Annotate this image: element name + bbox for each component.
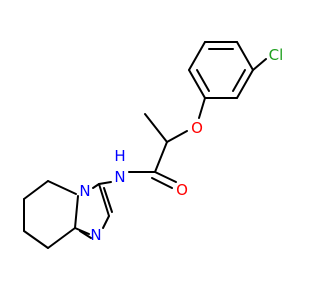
bond — [47, 180, 77, 195]
bond — [252, 58, 267, 71]
chlorine-label: Cl — [269, 46, 284, 64]
bond — [23, 230, 49, 249]
bridge-nitrogen-label: N — [79, 182, 90, 200]
bond — [47, 227, 76, 249]
bond — [98, 183, 110, 217]
bond — [103, 187, 113, 213]
bond — [198, 97, 206, 119]
bond — [144, 113, 168, 143]
carbonyl-oxygen-label: O — [176, 181, 188, 199]
amide-hydrogen-label: H — [114, 147, 125, 165]
ether-oxygen-label: O — [191, 119, 203, 137]
bond — [188, 69, 206, 99]
bond — [74, 195, 79, 229]
bond — [232, 69, 246, 92]
bond — [154, 171, 177, 183]
bond — [79, 230, 92, 239]
bond — [74, 227, 90, 235]
atom-labels: Cl O O H N N N — [79, 46, 283, 244]
bond — [102, 215, 110, 229]
bond — [166, 130, 188, 143]
bond — [188, 41, 206, 71]
bond — [236, 69, 254, 99]
amide-nitrogen-label: N — [114, 168, 125, 186]
molecule-structure: Cl O O H N N N — [23, 41, 283, 249]
bond — [151, 177, 173, 189]
bonds — [23, 41, 267, 249]
bond — [236, 41, 254, 71]
bond — [92, 183, 100, 189]
bond — [98, 181, 112, 185]
imine-nitrogen-label: N — [90, 226, 101, 244]
bond — [23, 180, 49, 200]
bond — [154, 141, 168, 173]
bond — [196, 69, 210, 92]
